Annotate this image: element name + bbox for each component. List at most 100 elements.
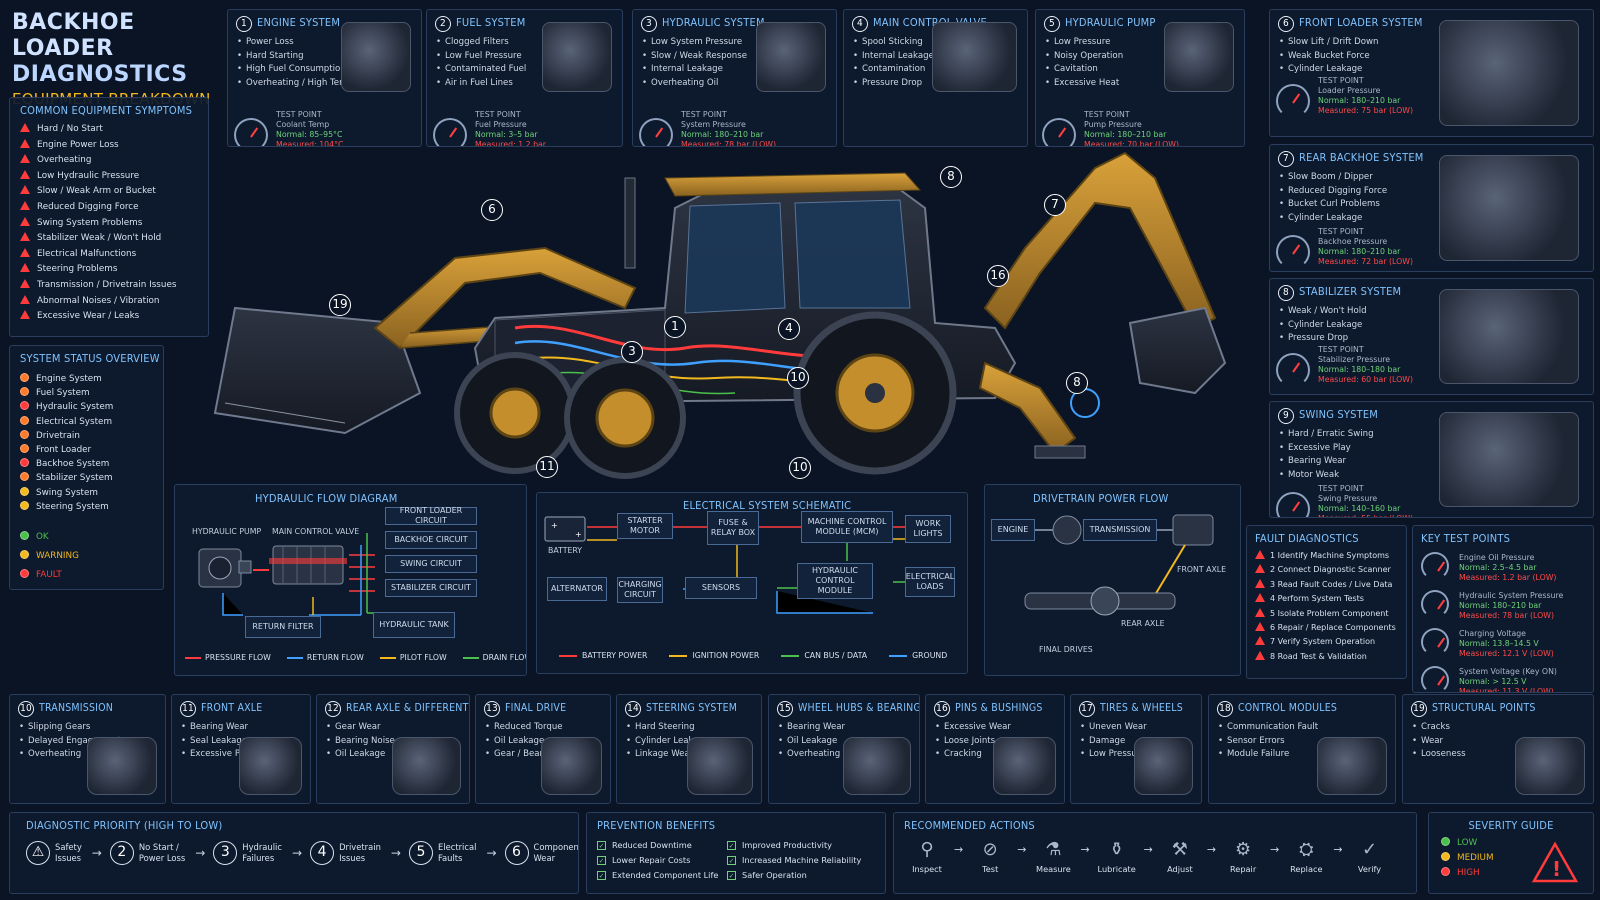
component-title-text: CONTROL MODULES bbox=[1238, 702, 1338, 714]
symptom-item: Hard / No Start bbox=[20, 122, 198, 138]
status-label: Fuel System bbox=[36, 388, 90, 399]
component-number: 11 bbox=[180, 701, 196, 717]
elec-legend-label: IGNITION POWER bbox=[692, 651, 760, 660]
component-issues: Hard SteeringCylinder LeakageLinkage Wea… bbox=[625, 721, 753, 762]
component-issues: Reduced TorqueOil LeakageGear / Bearing … bbox=[484, 721, 602, 762]
issue-item: Hard / Erratic Swing bbox=[1278, 428, 1585, 442]
gauge-icon bbox=[1276, 353, 1310, 387]
symptom-item: Electrical Malfunctions bbox=[20, 247, 198, 263]
elec-legend-item: IGNITION POWER bbox=[669, 651, 759, 660]
issue-item: Contamination bbox=[852, 63, 1019, 77]
status-label: Drivetrain bbox=[36, 430, 80, 441]
status-item: Swing System bbox=[20, 486, 153, 500]
flow-legend-label: PRESSURE FLOW bbox=[205, 653, 271, 662]
status-label: Steering System bbox=[36, 501, 109, 512]
issue-item: Cracking bbox=[934, 748, 1056, 762]
component-number: 15 bbox=[777, 701, 793, 717]
warning-icon bbox=[20, 169, 30, 179]
prevention-item: ✓Improved Productivity bbox=[727, 839, 877, 851]
elec-legend-line bbox=[781, 655, 800, 657]
warning-icon bbox=[1255, 622, 1265, 632]
symptoms-panel: COMMON EQUIPMENT SYMPTOMS Hard / No Star… bbox=[9, 97, 209, 337]
issue-item: Slipping Gears bbox=[18, 721, 157, 735]
key-test-point-normal: Normal: 180–210 bar bbox=[1459, 601, 1542, 610]
callout-1: 1 bbox=[664, 316, 686, 338]
symptom-item: Stabilizer Weak / Won't Hold bbox=[20, 231, 198, 247]
issue-item: Oil Leakage bbox=[777, 735, 911, 749]
component-title-text: REAR AXLE & DIFFERENTIAL bbox=[346, 702, 470, 714]
component-illustration bbox=[87, 737, 157, 795]
issue-item: Slow / Weak Response bbox=[641, 50, 828, 64]
test-point-heading: TEST POINT bbox=[1318, 484, 1364, 493]
component-issues: CracksWearLooseness bbox=[1411, 721, 1585, 762]
fault-step: 6 Repair / Replace Components bbox=[1255, 621, 1398, 635]
system-title-text: FRONT LOADER SYSTEM bbox=[1299, 16, 1423, 29]
action-item: ⊘Test bbox=[967, 838, 1013, 874]
gauge-icon bbox=[639, 118, 673, 146]
gauge-icon bbox=[234, 118, 268, 146]
issue-item: Low Fuel Pressure bbox=[435, 50, 614, 64]
test-point-normal: Normal: 180–210 bar bbox=[1318, 247, 1401, 256]
test-point-name: System Pressure bbox=[681, 120, 746, 129]
system-issues: Weak / Won't HoldCylinder LeakagePressur… bbox=[1278, 305, 1585, 346]
issue-item: Delayed Engagement bbox=[18, 735, 157, 749]
warning-icon bbox=[20, 154, 30, 164]
issue-item: Overheating bbox=[18, 748, 157, 762]
warning-icon bbox=[20, 247, 30, 257]
issue-item: Noisy Operation bbox=[1044, 50, 1236, 64]
component-illustration bbox=[932, 22, 1017, 92]
test-point-measured: Measured: 104°C bbox=[276, 140, 344, 147]
component-illustration bbox=[1515, 737, 1585, 795]
component-illustration bbox=[1317, 737, 1387, 795]
issue-item: Weak Bucket Force bbox=[1278, 50, 1585, 64]
test-point-heading: TEST POINT bbox=[276, 110, 322, 119]
check-icon: ✓ bbox=[727, 841, 736, 850]
arrow-icon: → bbox=[390, 846, 401, 860]
symptom-item: Low Hydraulic Pressure bbox=[20, 169, 198, 185]
status-label: Engine System bbox=[36, 374, 102, 384]
symptom-item: Reduced Digging Force bbox=[20, 200, 198, 216]
test-point-measured: Measured: 60 bar (LOW) bbox=[1318, 375, 1413, 384]
issue-item: Cracks bbox=[1411, 721, 1585, 735]
fault-step: 7 Verify System Operation bbox=[1255, 635, 1398, 649]
flow-legend-item: RETURN FLOW bbox=[286, 653, 364, 662]
action-label: Measure bbox=[1036, 864, 1071, 874]
transmission-box: TRANSMISSION bbox=[1083, 519, 1157, 541]
title-line2: DIAGNOSTICS bbox=[12, 62, 188, 87]
status-item: Backhoe System bbox=[20, 457, 153, 471]
component-illustration bbox=[1439, 155, 1579, 261]
issue-item: Pressure Drop bbox=[852, 77, 1019, 91]
check-icon: ✓ bbox=[597, 856, 606, 865]
test-point-measured: Measured: 75 bar (LOW) bbox=[1318, 106, 1413, 115]
status-dot bbox=[20, 415, 29, 425]
symptom-item: Overheating bbox=[20, 153, 198, 169]
fault-step-label: 7 Verify System Operation bbox=[1270, 637, 1376, 647]
component-issues: Bearing WearSeal LeakageExcessive Play bbox=[180, 721, 302, 762]
system-number: 8 bbox=[1278, 285, 1294, 301]
component-issues: Communication FaultSensor ErrorsModule F… bbox=[1217, 721, 1387, 762]
elec-legend-item: BATTERY POWER bbox=[559, 651, 647, 660]
issue-item: Hard Steering bbox=[625, 721, 753, 735]
status-title: SYSTEM STATUS OVERVIEW bbox=[20, 352, 160, 365]
warning-icon bbox=[1255, 607, 1265, 617]
flow-legend-line bbox=[379, 657, 396, 659]
hydraulic-flow-panel: HYDRAULIC FLOW DIAGRAM HYDRAULIC PUMP MA… bbox=[174, 484, 527, 676]
warning-icon bbox=[1255, 636, 1265, 646]
issue-item: Pressure Drop bbox=[1278, 332, 1585, 346]
warning-icon bbox=[20, 263, 30, 273]
issue-item: Air in Fuel Lines bbox=[435, 77, 614, 91]
